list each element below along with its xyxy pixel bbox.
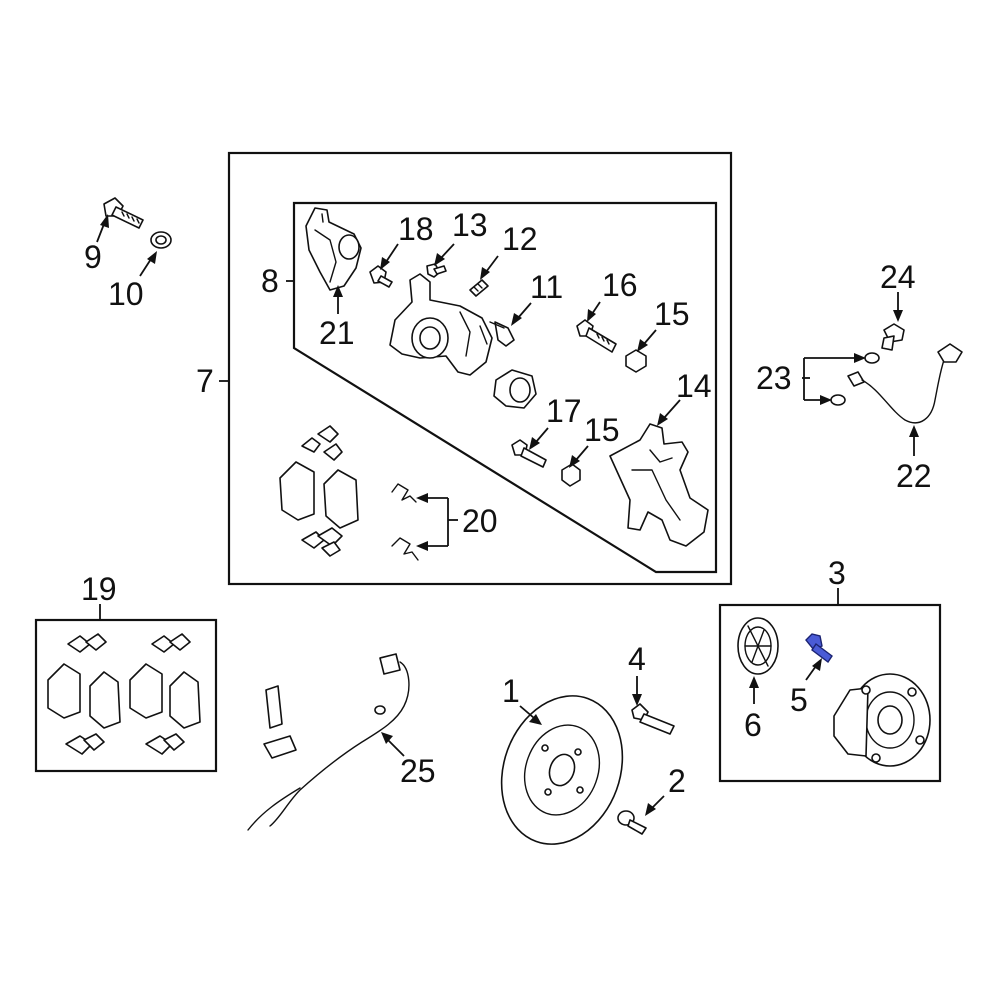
callout-15-upper: 15 [654, 296, 690, 332]
caliper-assembly-box [227, 151, 733, 586]
part-15-boot-lower[interactable] [561, 463, 581, 487]
part-9-bolt[interactable] [103, 197, 144, 229]
callout-9: 9 [84, 239, 102, 275]
callout-labels: 9 10 8 7 21 18 13 12 11 16 15 14 17 15 2… [81, 207, 932, 799]
pad-kit-box [34, 618, 218, 773]
part-14-carrier[interactable] [609, 423, 709, 547]
callout-11: 11 [530, 269, 563, 305]
callout-8: 8 [261, 263, 279, 299]
pad-clips-lower[interactable] [301, 527, 343, 557]
callout-12: 12 [502, 221, 538, 257]
part-15-boot-upper[interactable] [625, 349, 647, 373]
part-16-bolt[interactable] [576, 319, 617, 353]
part-20-springs[interactable] [391, 483, 419, 561]
callout-15-lower: 15 [584, 412, 620, 448]
brake-pads[interactable] [279, 461, 359, 529]
hub-assembly-box [718, 603, 942, 783]
callout-1: 1 [502, 673, 520, 709]
part-3-hub[interactable] [833, 673, 931, 767]
callout-16: 16 [602, 267, 638, 303]
callout-7: 7 [196, 363, 214, 399]
callout-17: 17 [546, 393, 582, 429]
part-19-pad-kit[interactable] [47, 633, 201, 755]
part-23-washers[interactable] [830, 352, 880, 406]
part-18-screw[interactable] [369, 265, 393, 288]
callout-23: 23 [756, 360, 792, 396]
caliper-piston[interactable] [493, 369, 537, 409]
callout-2: 2 [668, 763, 686, 799]
callout-22: 22 [896, 458, 932, 494]
callout-5: 5 [790, 682, 808, 718]
part-13-bleeder[interactable] [426, 263, 447, 278]
part-17-bolt[interactable] [511, 439, 547, 468]
callout-21: 21 [319, 315, 355, 351]
callout-3: 3 [828, 555, 846, 591]
callout-18: 18 [398, 211, 434, 247]
callout-10: 10 [108, 276, 144, 312]
pad-clips-upper[interactable] [301, 425, 343, 461]
part-1-rotor[interactable] [482, 679, 643, 862]
part-4-stud[interactable] [631, 703, 675, 735]
part-22-brake-hose[interactable] [847, 343, 963, 424]
callout-14: 14 [676, 368, 712, 404]
part-2-screw[interactable] [617, 810, 647, 835]
callout-13: 13 [452, 207, 488, 243]
callout-6: 6 [744, 707, 762, 743]
callout-19: 19 [81, 571, 117, 607]
part-21-bracket[interactable] [305, 207, 362, 291]
part-25-sensor-wire[interactable] [247, 653, 410, 831]
caliper-housing[interactable] [389, 273, 493, 376]
caliper-subassembly-box [292, 201, 718, 574]
part-12-cap[interactable] [469, 279, 489, 297]
part-5-hub-bolt[interactable] [805, 633, 833, 664]
leader-lines [96, 214, 919, 816]
callout-20: 20 [462, 503, 498, 539]
callout-24: 24 [880, 259, 916, 295]
part-10-washer[interactable] [150, 231, 172, 249]
part-11-pin[interactable] [489, 321, 515, 347]
callout-25: 25 [400, 753, 436, 789]
part-6-shield[interactable] [737, 617, 779, 675]
callout-4: 4 [628, 641, 646, 677]
part-24-bolt[interactable] [881, 323, 905, 351]
